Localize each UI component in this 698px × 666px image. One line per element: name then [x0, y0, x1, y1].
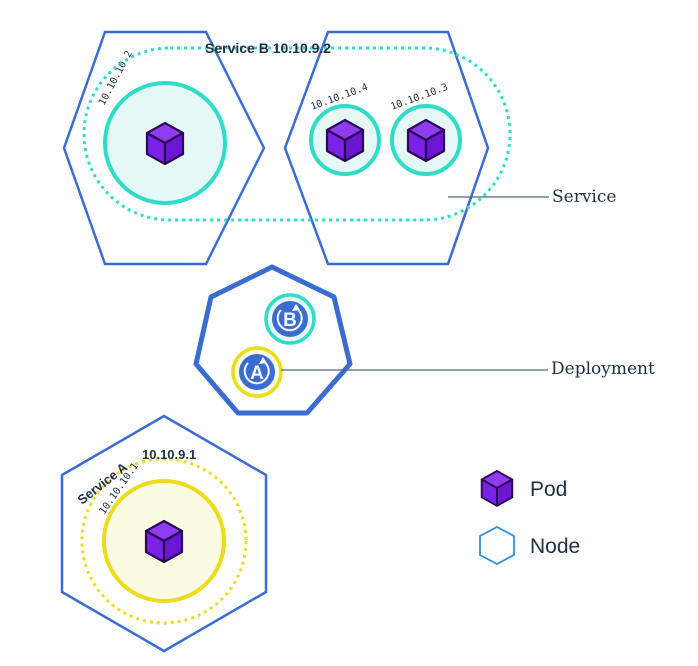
- pod-icon: [144, 519, 184, 564]
- legend: Pod Node: [479, 470, 580, 566]
- legend-node-label: Node: [530, 535, 580, 558]
- deployment-badge-a: A: [231, 346, 283, 398]
- node-top-right: 10.10.10.4 10.10.10.3: [283, 30, 490, 266]
- service-b-label: Service B 10.10.9.2: [205, 40, 331, 56]
- badge-a-letter: A: [250, 363, 264, 384]
- node-bottom: Service A 10.10.9.1 10.10.10.1: [60, 414, 268, 653]
- deployment-callout-label: Deployment: [551, 359, 655, 379]
- legend-node-icon: [479, 525, 515, 566]
- node-hexagon: [62, 30, 266, 266]
- service-a-ip: 10.10.9.1: [142, 447, 196, 462]
- deployment-badge-b: B: [264, 293, 316, 345]
- node-hexagon: [283, 30, 490, 266]
- legend-pod-label: Pod: [530, 478, 567, 501]
- deployment: B A: [193, 264, 353, 416]
- node-hexagon: [60, 414, 268, 653]
- service-b-boundary: [82, 46, 512, 222]
- pod-icon: [145, 121, 185, 166]
- node-top-left: 10.10.10.2: [62, 30, 266, 266]
- pod-icon: [406, 118, 446, 163]
- badge-b-letter: B: [283, 310, 297, 331]
- service-a-boundary: [80, 457, 248, 625]
- pod-icon: [325, 118, 365, 163]
- legend-pod-icon: [480, 470, 514, 507]
- service-callout-label: Service: [552, 187, 616, 207]
